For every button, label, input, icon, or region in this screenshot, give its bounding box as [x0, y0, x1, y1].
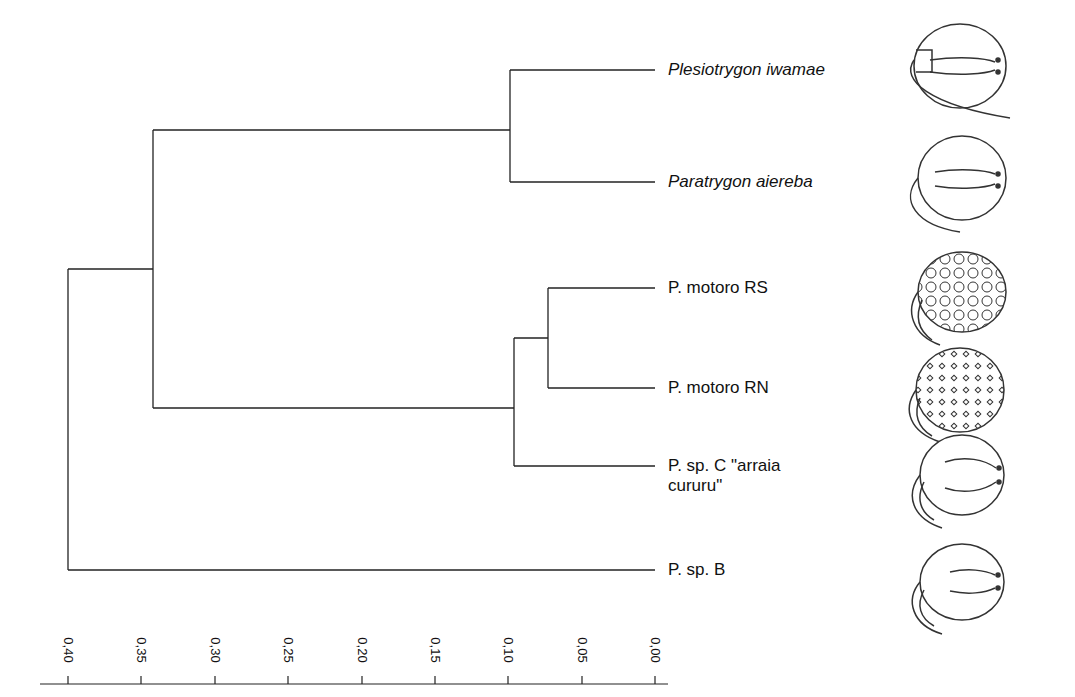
scale-tick-label: 0,10 [501, 637, 515, 662]
scale-tick-label: 0,30 [208, 637, 222, 662]
taxon-label: Paratrygon aiereba [668, 172, 813, 192]
scale-axis [40, 676, 668, 684]
taxon-label: P. sp. C "arraia cururu" [668, 456, 818, 496]
scale-tick-label: 0,20 [355, 637, 369, 662]
taxon-label: P. sp. B [668, 560, 725, 580]
taxon-label: P. motoro RS [668, 278, 768, 298]
tree-branches [68, 70, 655, 570]
scale-tick-label: 0,35 [134, 637, 148, 662]
scale-tick-label: 0,25 [281, 637, 295, 662]
stingray-icons [909, 24, 1010, 634]
taxon-label: Plesiotrygon iwamae [668, 60, 825, 80]
scale-tick-label: 0,40 [61, 637, 75, 662]
taxon-label: P. motoro RN [668, 378, 769, 398]
scale-tick-label: 0,00 [648, 637, 662, 662]
scale-tick-label: 0,05 [575, 637, 589, 662]
scale-tick-label: 0,15 [428, 637, 442, 662]
